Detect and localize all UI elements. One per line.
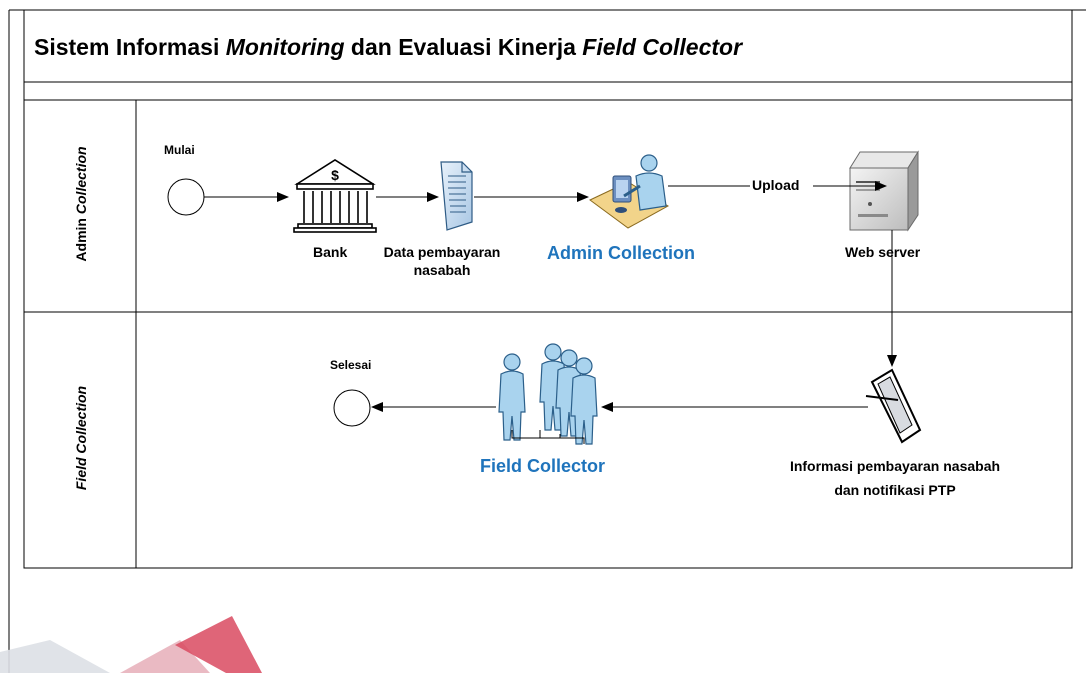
document-label-line-2: nasabah <box>413 261 471 278</box>
upload-label: Upload <box>752 177 800 195</box>
tablet-label-line-2: dan notifikasi PTP <box>834 481 956 498</box>
person-figure <box>570 357 598 445</box>
bank-label: Bank <box>313 244 348 260</box>
admin-collection-label: Admin Collection <box>547 243 695 263</box>
lane-field-text: Field Collection <box>73 385 89 491</box>
bank-icon <box>293 159 377 233</box>
title-part-4: Field Collector <box>582 34 743 60</box>
page-title: Sistem Informasi Monitoring dan Evaluasi… <box>34 34 742 61</box>
lane-admin-part-2: Collection <box>73 146 89 215</box>
web-server-label: Web server <box>845 244 921 260</box>
lane-label-admin: Admin Collection <box>73 139 89 269</box>
watermark-logo <box>0 616 262 673</box>
lane-label-field: Field Collection <box>73 373 89 503</box>
admin-workstation-icon <box>589 154 670 229</box>
document-icon <box>440 161 473 231</box>
diagram-frame <box>23 9 1073 569</box>
group-connector <box>511 430 585 444</box>
tablet-label: Informasi pembayaran nasabah dan notifik… <box>740 455 1050 503</box>
flow-arrows <box>204 181 897 412</box>
page-frame <box>8 9 1086 673</box>
person-figure <box>498 353 526 441</box>
document-label: Data pembayaran nasabah <box>380 244 504 279</box>
web-server-icon <box>849 150 919 232</box>
title-part-2: Monitoring <box>225 34 345 60</box>
lane-admin-part-1: Admin <box>73 214 89 262</box>
bank-dollar-symbol: $ <box>331 167 339 183</box>
title-part-1: Sistem Informasi <box>34 34 226 60</box>
end-node <box>333 389 371 427</box>
tablet-label-line-1: Informasi pembayaran nasabah <box>789 458 1001 474</box>
end-label: Selesai <box>330 358 372 372</box>
title-part-3: dan Evaluasi Kinerja <box>344 34 583 60</box>
field-collector-group-icon <box>498 343 598 445</box>
start-label: Mulai <box>164 143 195 157</box>
document-label-line-1: Data pembayaran <box>383 244 501 260</box>
start-node <box>167 178 205 216</box>
field-collector-label: Field Collector <box>480 456 606 476</box>
tablet-icon <box>865 368 922 444</box>
